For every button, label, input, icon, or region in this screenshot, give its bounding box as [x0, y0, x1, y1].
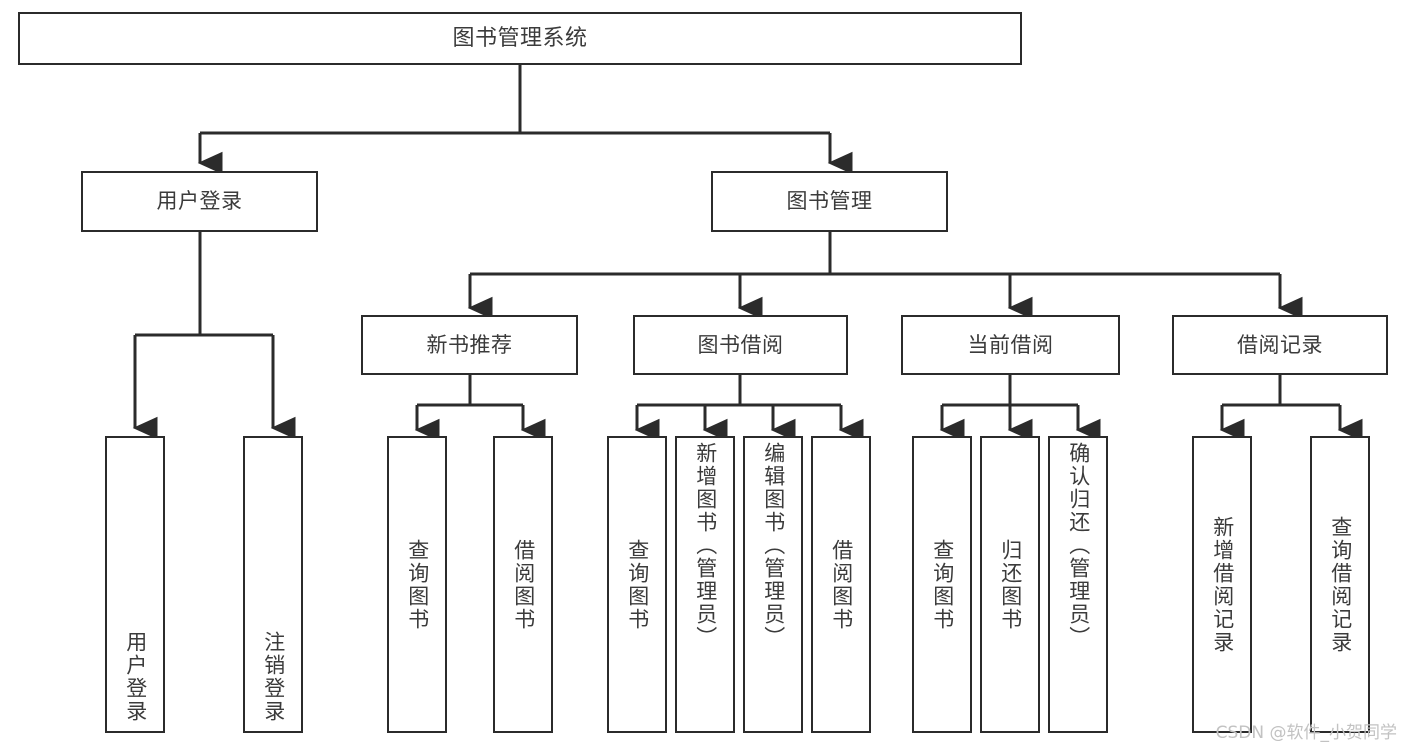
- node-label: 确认归还（管理员）: [1066, 442, 1091, 649]
- node-label: 当前借阅: [967, 332, 1054, 357]
- node-leaf-logout[interactable]: 注销登录: [243, 436, 303, 733]
- node-current-borrow[interactable]: 当前借阅: [901, 315, 1120, 375]
- node-label: 查询借阅记录: [1328, 515, 1353, 654]
- node-label: 借阅图书: [829, 538, 854, 631]
- csdn-watermark: CSDN @软件_小贺同学: [1215, 723, 1397, 743]
- node-leaf-edit-book-admin[interactable]: 编辑图书（管理员）: [743, 436, 803, 733]
- node-label: 借阅图书: [511, 538, 536, 631]
- node-label: 查询图书: [405, 538, 430, 631]
- node-label: 注销登录: [261, 631, 286, 723]
- node-label: 编辑图书（管理员）: [761, 442, 786, 649]
- node-leaf-borrow-book[interactable]: 借阅图书: [811, 436, 871, 733]
- node-label: 新增借阅记录: [1210, 515, 1235, 654]
- node-leaf-borrow-book-recommend[interactable]: 借阅图书: [493, 436, 553, 733]
- node-book-borrow[interactable]: 图书借阅: [633, 315, 848, 375]
- node-label: 图书管理: [786, 189, 873, 214]
- node-label: 查询图书: [625, 538, 650, 631]
- node-leaf-add-borrow-record[interactable]: 新增借阅记录: [1192, 436, 1252, 733]
- node-leaf-query-book-recommend[interactable]: 查询图书: [387, 436, 447, 733]
- node-label: 图书借阅: [697, 332, 784, 357]
- node-label: 查询图书: [930, 538, 955, 631]
- node-book-management[interactable]: 图书管理: [711, 171, 948, 232]
- node-leaf-add-book-admin[interactable]: 新增图书（管理员）: [675, 436, 735, 733]
- node-leaf-user-login[interactable]: 用户登录: [105, 436, 165, 733]
- node-leaf-query-book-borrow[interactable]: 查询图书: [607, 436, 667, 733]
- node-label: 图书管理系统: [452, 25, 588, 51]
- node-user-login[interactable]: 用户登录: [81, 171, 318, 232]
- node-label: 用户登录: [123, 631, 148, 723]
- node-label: 用户登录: [156, 189, 243, 214]
- node-leaf-query-book-current[interactable]: 查询图书: [912, 436, 972, 733]
- node-leaf-confirm-return-admin[interactable]: 确认归还（管理员）: [1048, 436, 1108, 733]
- node-label: 新书推荐: [426, 332, 513, 357]
- node-leaf-return-book[interactable]: 归还图书: [980, 436, 1040, 733]
- node-new-book-recommend[interactable]: 新书推荐: [361, 315, 578, 375]
- node-label: 新增图书（管理员）: [693, 442, 718, 649]
- node-root-book-management-system[interactable]: 图书管理系统: [18, 12, 1022, 65]
- node-label: 借阅记录: [1237, 332, 1323, 357]
- node-leaf-query-borrow-record[interactable]: 查询借阅记录: [1310, 436, 1370, 733]
- node-label: 归还图书: [998, 538, 1023, 631]
- node-borrow-record[interactable]: 借阅记录: [1172, 315, 1388, 375]
